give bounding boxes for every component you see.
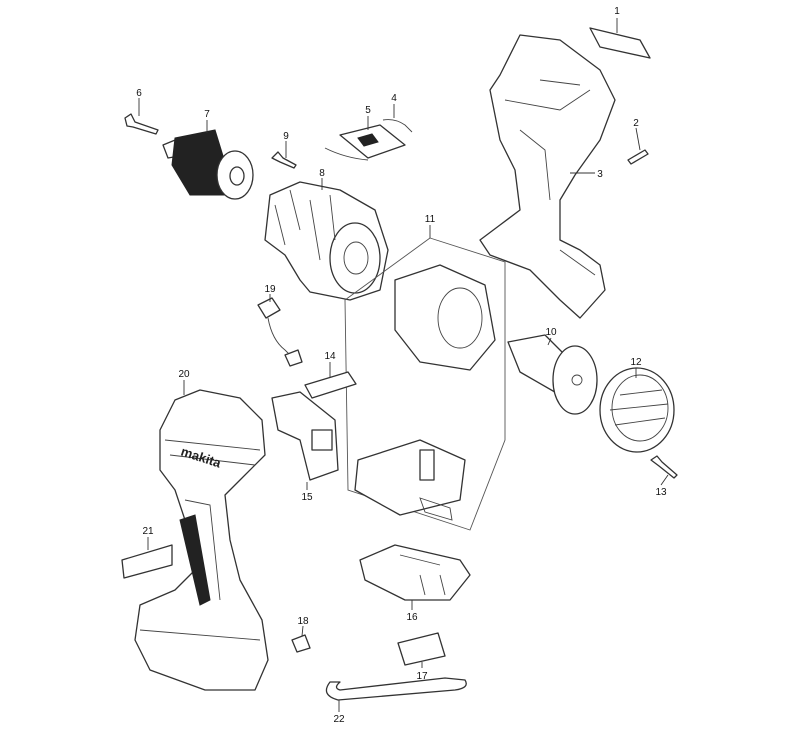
part-number-15: 15 [301,492,313,503]
part-13-screw[interactable]: 13 [650,455,678,498]
part-11-stator-controller[interactable]: 11 [344,214,506,531]
part-4-spring[interactable]: 4 [382,93,413,133]
part-18-lamp[interactable]: 18 [291,616,311,653]
part-number-20: 20 [178,369,190,380]
part-3-housing-right[interactable]: 3 [479,34,616,319]
part-5-change-lever[interactable]: 5 [324,105,406,161]
part-number-8: 8 [319,168,325,179]
part-number-22: 22 [333,714,345,725]
part-7-keyless-chuck[interactable]: 7 [162,109,254,200]
part-12-motor-cover[interactable]: 12 [599,357,675,453]
part-number-1: 1 [614,6,620,17]
part-number-17: 17 [416,671,428,682]
part-number-3: 3 [597,169,603,180]
part-9-screw[interactable]: 9 [271,131,297,169]
part-6-screw[interactable]: 6 [124,88,159,135]
part-number-21: 21 [142,526,154,537]
part-number-10: 10 [545,327,557,338]
part-19-led-circuit[interactable]: 19 [257,284,303,367]
part-number-19: 19 [264,284,276,295]
part-number-13: 13 [655,487,667,498]
part-number-11: 11 [425,214,436,225]
part-1-name-plate[interactable]: 1 [589,6,651,59]
part-number-2: 2 [633,118,639,129]
part-number-14: 14 [324,351,336,362]
part-20-housing-left[interactable]: makita 20 [134,369,269,691]
part-15-switch[interactable]: 15 [271,391,339,503]
part-22-strap[interactable]: 22 [325,677,467,725]
part-number-9: 9 [283,131,289,142]
part-21-label[interactable]: 21 [121,526,173,579]
part-number-18: 18 [297,616,309,627]
part-number-6: 6 [136,88,142,99]
part-number-4: 4 [391,93,397,104]
part-10-rotor[interactable]: 10 [507,327,598,415]
part-17-insulation-sheet[interactable]: 17 [397,632,446,682]
part-14-rubber-pin[interactable]: 14 [304,351,357,399]
part-number-12: 12 [630,357,642,368]
part-16-terminal[interactable]: 16 [359,544,471,623]
part-2-screw[interactable]: 2 [627,118,649,165]
part-number-7: 7 [204,109,210,120]
part-8-gear-assembly[interactable]: 8 [264,168,389,301]
part-number-16: 16 [406,612,418,623]
part-number-5: 5 [365,105,371,116]
